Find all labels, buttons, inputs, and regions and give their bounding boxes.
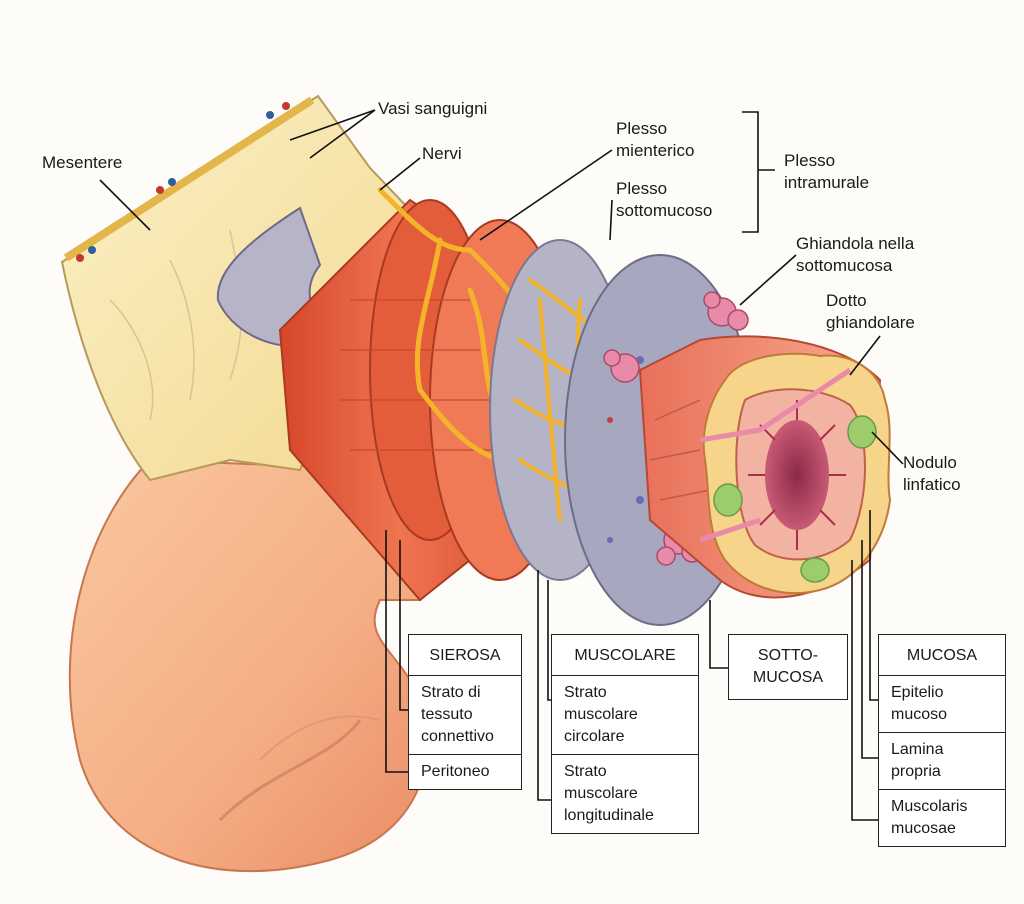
label-mesentere: Mesentere	[42, 153, 123, 172]
label-nervi: Nervi	[422, 144, 462, 163]
box-sierosa-item: Peritoneo	[421, 763, 490, 780]
box-muscolare-title: MUSCOLARE	[552, 635, 698, 676]
label-ghiandola: Ghiandola nella sottomucosa	[796, 234, 915, 275]
mucosa-tube	[638, 335, 892, 599]
intestine-loop	[68, 458, 429, 873]
box-sierosa-item: Strato di tessuto connettivo	[409, 676, 521, 755]
box-muscolare-item: Strato muscolare circolare	[552, 676, 698, 755]
label-vasi-sanguigni: Vasi sanguigni	[378, 99, 488, 118]
box-sierosa-title: SIEROSA	[409, 635, 521, 676]
box-sierosa: SIEROSA Strato di tessuto connettivo Per…	[408, 634, 522, 790]
label-plesso-sottomucoso: Plesso sottomucoso	[616, 179, 713, 220]
box-muscolare-item: Strato muscolare longitudinale	[564, 763, 654, 824]
box-sottomucosa: SOTTO- MUCOSA	[728, 634, 848, 700]
box-mucosa-item: Epitelio mucoso	[879, 676, 1005, 733]
leader-lines	[99, 109, 904, 821]
box-mucosa-item: Muscolaris mucosae	[891, 798, 968, 837]
box-mucosa: MUCOSA Epitelio mucoso Lamina propria Mu…	[878, 634, 1006, 847]
box-mucosa-item: Lamina propria	[879, 733, 1005, 790]
label-dotto: Dotto ghiandolare	[826, 291, 915, 332]
label-plesso-intramurale: Plesso intramurale	[784, 151, 870, 192]
box-mucosa-title: MUCOSA	[879, 635, 1005, 676]
label-plesso-mienterico: Plesso mienterico	[616, 119, 695, 160]
box-muscolare: MUSCOLARE Strato muscolare circolare Str…	[551, 634, 699, 834]
label-nodulo: Nodulo linfatico	[903, 453, 961, 494]
